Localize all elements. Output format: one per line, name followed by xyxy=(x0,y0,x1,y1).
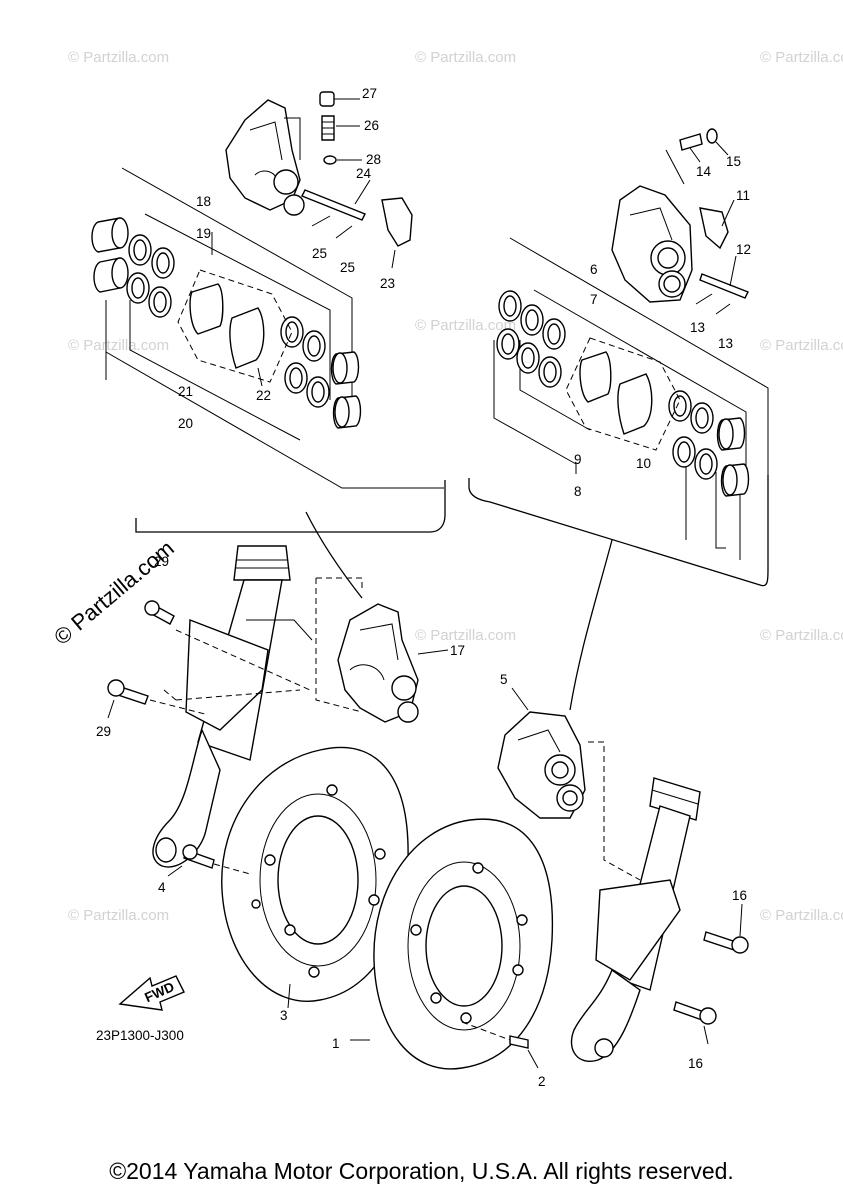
callout-26: 26 xyxy=(364,118,379,133)
disc-right xyxy=(350,818,554,1070)
brace-right xyxy=(468,475,769,587)
callout-4: 4 xyxy=(158,880,166,895)
connector-right xyxy=(569,539,613,711)
brake-pad xyxy=(579,351,612,403)
watermark-text: © Partzilla.com xyxy=(415,317,516,334)
o-ring xyxy=(323,155,337,165)
copyright-notice: ©2014 Yamaha Motor Corporation, U.S.A. A… xyxy=(109,1158,734,1184)
caliper-5 xyxy=(497,687,641,881)
callout-29a: 29 xyxy=(154,554,169,569)
callout-10: 10 xyxy=(636,456,651,471)
callout-labels: 1 2 3 4 5 6 7 8 9 10 11 12 13 13 14 15 1… xyxy=(96,86,751,1089)
diagram-code: 23P1300-J300 xyxy=(96,1028,184,1043)
pistons-left xyxy=(91,217,362,429)
bleed-cap xyxy=(706,128,718,144)
callout-25a: 25 xyxy=(312,246,327,261)
callout-18: 18 xyxy=(196,194,211,209)
callout-5: 5 xyxy=(500,672,508,687)
callout-1: 1 xyxy=(332,1036,340,1051)
brake-pad xyxy=(617,373,653,435)
pad-pin xyxy=(699,273,749,299)
pistons-right xyxy=(496,290,750,497)
callout-19: 19 xyxy=(196,226,211,241)
pad-set-outline xyxy=(565,337,681,451)
callout-24: 24 xyxy=(356,166,372,181)
disc-bolt xyxy=(509,1035,529,1049)
callout-6: 6 xyxy=(590,262,598,277)
callout-25b: 25 xyxy=(340,260,355,275)
callout-13b: 13 xyxy=(718,336,733,351)
pin-clips xyxy=(311,215,353,239)
watermark-text: © Partzilla.com xyxy=(760,337,843,354)
watermark-text: © Partzilla.com xyxy=(415,49,516,66)
callout-7: 7 xyxy=(590,292,598,307)
callout-9: 9 xyxy=(574,452,582,467)
watermark-main: © Partzilla.com xyxy=(49,535,179,649)
watermark-text: © Partzilla.com xyxy=(760,627,843,644)
watermark-text: © Partzilla.com xyxy=(760,907,843,924)
callout-17: 17 xyxy=(450,643,465,658)
left-fork xyxy=(107,545,313,868)
callout-12: 12 xyxy=(736,242,751,257)
callout-2: 2 xyxy=(538,1074,546,1089)
callout-16a: 16 xyxy=(732,888,747,903)
callout-3: 3 xyxy=(280,1008,288,1023)
callout-8: 8 xyxy=(574,484,582,499)
bleed-screw xyxy=(679,133,703,151)
watermark-text: © Partzilla.com xyxy=(68,49,169,66)
watermark-text: © Partzilla.com xyxy=(415,627,516,644)
brake-pad xyxy=(229,307,265,369)
callout-16b: 16 xyxy=(688,1056,703,1071)
pad-spring xyxy=(381,197,413,247)
callout-21: 21 xyxy=(178,384,193,399)
callout-22: 22 xyxy=(256,388,271,403)
brace-left xyxy=(135,480,446,533)
brake-pad xyxy=(189,283,224,335)
watermark-text: © Partzilla.com xyxy=(68,907,169,924)
right-fork xyxy=(570,777,749,1062)
caliper-17 xyxy=(315,577,449,723)
callout-13a: 13 xyxy=(690,320,705,335)
pad-spring xyxy=(699,207,729,250)
bolt xyxy=(703,931,737,951)
disc-left xyxy=(221,746,409,1009)
connector-left xyxy=(305,511,363,599)
bleed-cap xyxy=(319,91,335,107)
callout-15: 15 xyxy=(726,154,741,169)
callout-23: 23 xyxy=(380,276,395,291)
watermark-text: © Partzilla.com xyxy=(760,49,843,66)
callout-28: 28 xyxy=(366,152,381,167)
callout-14: 14 xyxy=(696,164,712,179)
callout-11: 11 xyxy=(736,188,750,203)
fwd-arrow: FWD xyxy=(118,975,185,1011)
left-caliper-assembly xyxy=(91,91,444,489)
pad-set-outline xyxy=(177,269,293,383)
right-caliper-assembly xyxy=(493,128,769,560)
callout-20: 20 xyxy=(178,416,193,431)
callout-29b: 29 xyxy=(96,724,111,739)
callout-27: 27 xyxy=(362,86,377,101)
watermark-text: © Partzilla.com xyxy=(68,337,169,354)
pad-pin xyxy=(301,189,366,221)
